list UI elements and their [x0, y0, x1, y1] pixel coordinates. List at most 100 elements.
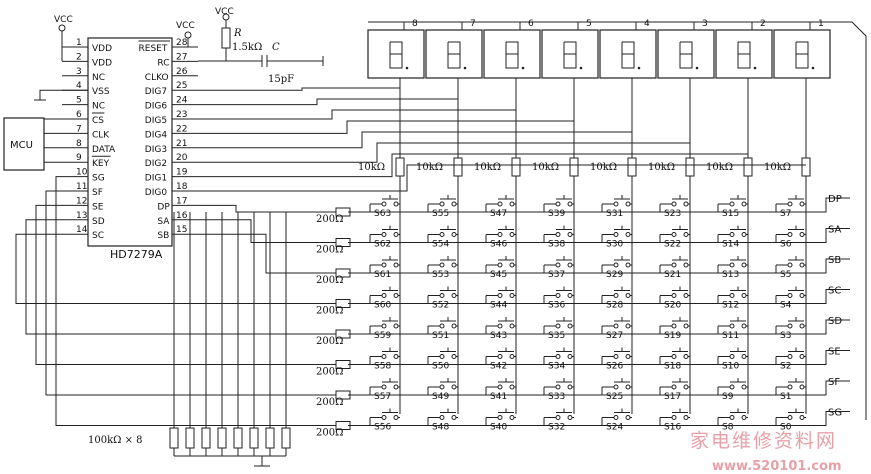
vcc-label-r: VCC [215, 7, 234, 17]
pin-number-25: 25 [176, 81, 187, 91]
switch-contact [439, 323, 445, 329]
watermark-cn: 家电维修资料网 [690, 430, 837, 452]
switch-label-s31: S31 [606, 209, 623, 219]
switch-contact [683, 354, 689, 359]
column-resistor [685, 157, 695, 177]
switch-label-s48: S48 [432, 423, 449, 433]
pin-number-5: 5 [76, 96, 82, 106]
display-7 [425, 29, 483, 79]
switch-contact [555, 323, 561, 329]
pin-name-reset: RESET [139, 44, 168, 54]
pin-name-key: KEY [92, 159, 110, 169]
switch-contact [625, 323, 631, 329]
switch-contact [787, 384, 793, 390]
switch-label-s50: S50 [432, 362, 449, 372]
switch-label-s41: S41 [490, 392, 507, 402]
switch-contact [741, 415, 747, 420]
segment-dp [405, 66, 409, 70]
digit-label-1: 1 [818, 19, 824, 29]
switch-contact [787, 323, 793, 329]
switch-contact [625, 415, 631, 420]
switch-label-s57: S57 [374, 392, 391, 402]
switch-label-s63: S63 [374, 209, 391, 219]
switch-label-s61: S61 [374, 270, 391, 280]
segment-label-sg: SG [828, 408, 842, 419]
switch-contact [799, 201, 805, 207]
switch-contact [381, 262, 387, 268]
switch-contact [729, 323, 735, 329]
switch-contact [497, 323, 503, 329]
pin-name-se: SE [92, 202, 104, 212]
switch-contact [729, 262, 735, 268]
switch-contact [741, 354, 747, 359]
digit-label-4: 4 [644, 19, 650, 29]
switch-contact [787, 262, 793, 268]
column-resistor-label: 10kΩ [358, 162, 385, 173]
switch-contact [683, 323, 689, 329]
switch-contact [683, 384, 689, 390]
switch-contact [509, 201, 515, 207]
switch-label-s34: S34 [548, 362, 565, 372]
switch-contact [567, 232, 573, 237]
switch-contact [555, 201, 561, 207]
segment-label-sd: SD [828, 316, 842, 327]
segment-outline [389, 41, 403, 69]
segment-dp [637, 66, 641, 70]
switch-contact [671, 262, 677, 268]
switch-label-s15: S15 [722, 209, 739, 219]
switch-contact [613, 415, 619, 420]
display-5 [541, 29, 599, 79]
switch-contact [555, 232, 561, 237]
switch-contact [393, 232, 399, 237]
switch-contact [451, 415, 457, 420]
pin-name-dig2: DIG2 [145, 159, 167, 169]
segment-label-dp: DP [828, 194, 842, 205]
switch-contact [439, 384, 445, 390]
switch-contact [787, 354, 793, 359]
pulldown-resistor [169, 427, 179, 449]
column-resistor-label: 10kΩ [416, 162, 443, 173]
pin-number-27: 27 [176, 52, 187, 62]
display-8 [367, 29, 425, 79]
segment-dp [579, 66, 583, 70]
switch-contact [555, 384, 561, 390]
pin-number-23: 23 [176, 110, 187, 120]
switch-label-s51: S51 [432, 331, 449, 341]
pin-name-sf: SF [92, 188, 103, 198]
switch-contact [799, 262, 805, 268]
switch-contact [613, 201, 619, 207]
switch-label-s45: S45 [490, 270, 507, 280]
switch-contact [671, 354, 677, 359]
pin-name-dig4: DIG4 [145, 130, 168, 140]
series-resistor-label: 200Ω [316, 306, 343, 317]
switch-label-s14: S14 [722, 240, 739, 250]
pin-number-21: 21 [176, 139, 187, 149]
r-value: 1.5kΩ [232, 42, 262, 53]
switch-contact [439, 262, 445, 268]
switch-label-s52: S52 [432, 301, 449, 311]
switch-contact [787, 293, 793, 298]
switch-contact [613, 384, 619, 390]
switch-label-s13: S13 [722, 270, 739, 280]
mcu-label: MCU [10, 140, 33, 151]
switch-contact [799, 323, 805, 329]
switch-contact [567, 262, 573, 268]
switch-contact [509, 293, 515, 298]
switch-contact [567, 384, 573, 390]
switch-label-s10: S10 [722, 362, 739, 372]
dig-wire [198, 142, 690, 163]
switch-label-s3: S3 [780, 331, 791, 341]
switch-contact [451, 201, 457, 207]
switch-contact [497, 415, 503, 420]
switch-contact [741, 384, 747, 390]
switch-label-s56: S56 [374, 423, 391, 433]
switch-contact [555, 354, 561, 359]
digit-label-3: 3 [702, 19, 708, 29]
segment-outline [795, 41, 809, 69]
c-name: C [272, 42, 280, 53]
switch-label-s33: S33 [548, 392, 565, 402]
display-1 [773, 29, 831, 79]
pulldown-resistor [249, 427, 259, 449]
pulldown-resistor [281, 427, 291, 449]
switch-label-s58: S58 [374, 362, 391, 372]
